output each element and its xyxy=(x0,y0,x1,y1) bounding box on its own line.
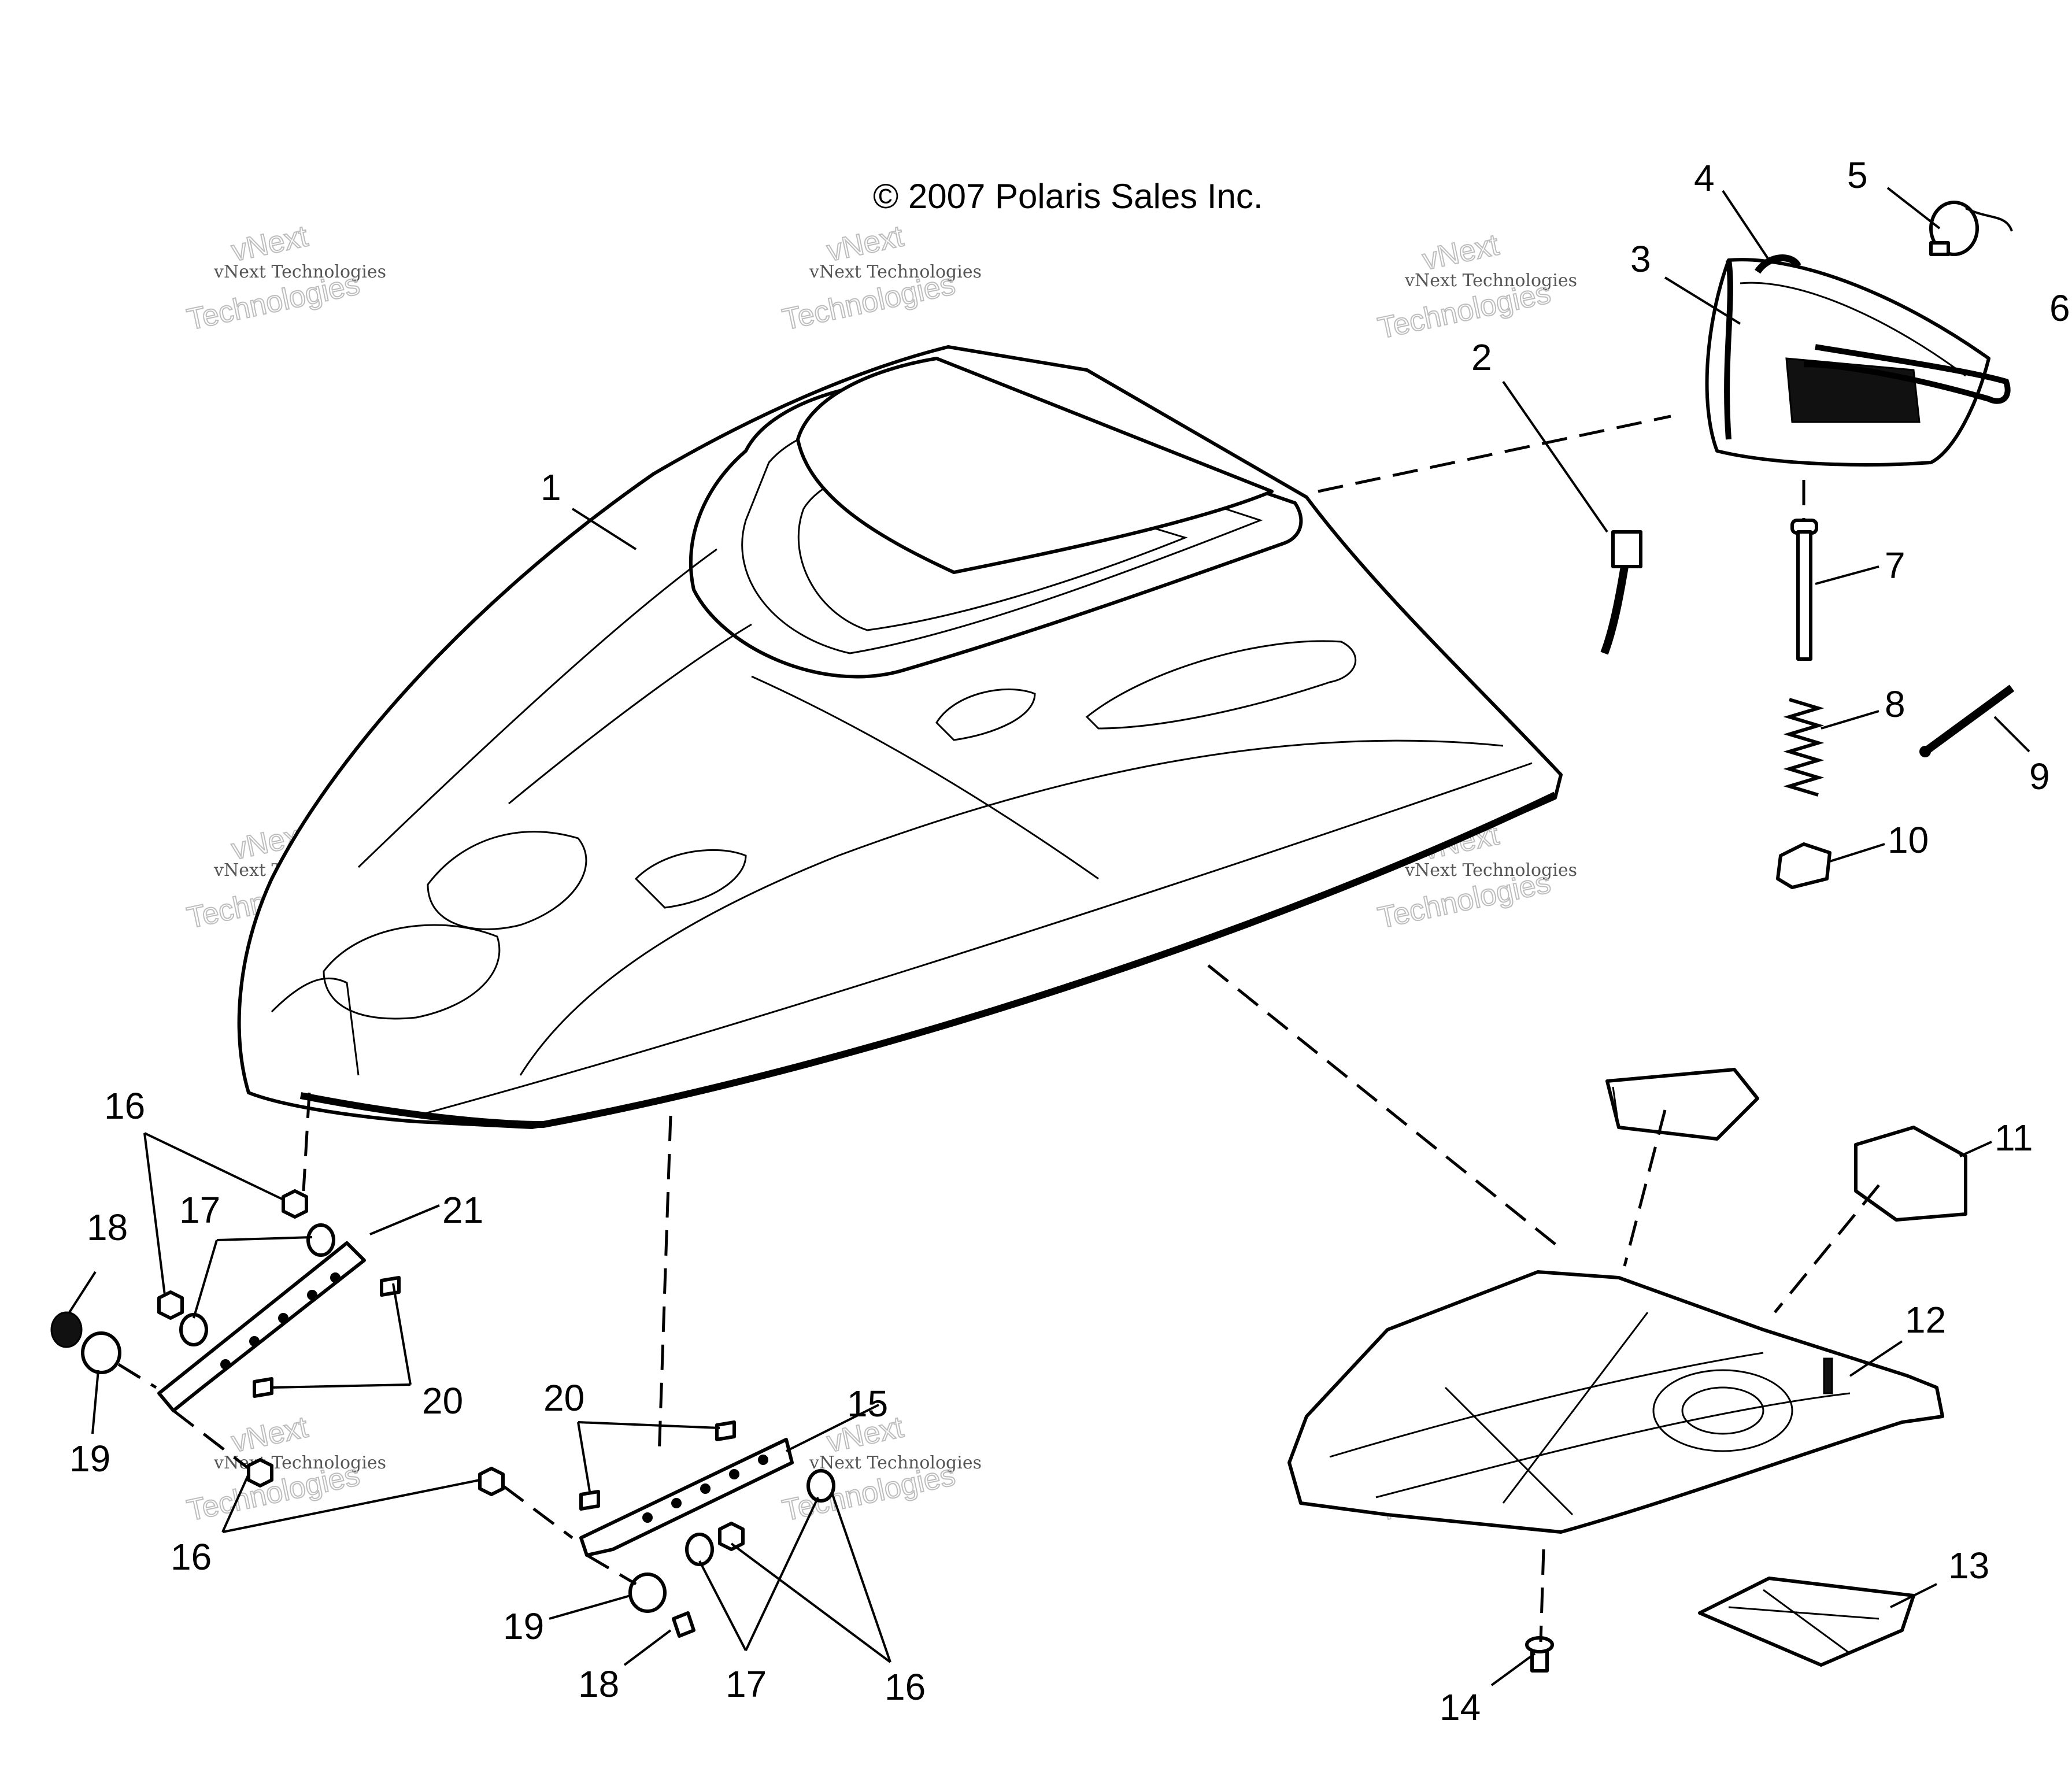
callout-1: 1 xyxy=(541,467,561,508)
screw-part-20 xyxy=(380,1276,401,1297)
bracket-part-21 xyxy=(157,1241,366,1412)
assembly-lines xyxy=(117,415,1880,1642)
spring-part-8 xyxy=(1783,698,1825,797)
svg-text:vNext: vNext xyxy=(228,219,311,268)
callout-2: 2 xyxy=(1471,336,1492,378)
svg-text:vNext: vNext xyxy=(824,219,906,268)
windshield-part-3 xyxy=(1705,258,2011,467)
nut-part-16 xyxy=(478,1467,505,1496)
watermark: vNext Technologies vNext Technologies xyxy=(183,219,386,337)
svg-text:vNext Technologies: vNext Technologies xyxy=(1404,271,1577,291)
callout-3: 3 xyxy=(1630,238,1651,280)
bolt-part-18 xyxy=(50,1311,83,1348)
washer-part-17 xyxy=(685,1533,714,1566)
bracket-part-15 xyxy=(579,1438,794,1557)
callout-10: 10 xyxy=(1888,819,1929,861)
callout-7: 7 xyxy=(1885,545,1906,586)
callout-19: 19 xyxy=(69,1438,110,1479)
clip-part-6 xyxy=(1965,207,2013,232)
watermark: vNext Technologies vNext Technologies xyxy=(1374,227,1577,346)
knob-part-10 xyxy=(1776,842,1832,889)
hardware-group xyxy=(50,1189,835,1638)
callout-19: 19 xyxy=(503,1605,544,1647)
bushing-part-19 xyxy=(81,1331,121,1374)
washer-part-17 xyxy=(179,1313,208,1346)
callout-12: 12 xyxy=(1905,1299,1946,1341)
nut-part-16 xyxy=(247,1458,273,1488)
callout-17: 17 xyxy=(179,1189,220,1231)
callout-16: 16 xyxy=(885,1666,926,1708)
callout-20: 20 xyxy=(422,1380,463,1422)
watermark: vNext Technologies vNext Technologies xyxy=(779,1409,982,1528)
watermark: vNext Technologies vNext Technologies xyxy=(779,219,982,337)
leader-lines xyxy=(68,187,2030,1686)
hood-part-1 xyxy=(237,345,1563,1129)
bolt-part-18 xyxy=(672,1611,695,1638)
callout-16: 16 xyxy=(171,1536,212,1578)
strap-part-9 xyxy=(1919,684,2015,757)
tray-part-12 xyxy=(1287,1270,1944,1534)
pin-part-7 xyxy=(1790,519,1818,661)
screw-part-20 xyxy=(253,1377,273,1398)
callout-11: 11 xyxy=(1995,1117,2033,1159)
nut-part-16 xyxy=(157,1290,184,1320)
callout-6: 6 xyxy=(2049,287,2070,329)
watermark: vNext Technologies vNext Technologies xyxy=(183,1409,386,1528)
callout-8: 8 xyxy=(1885,683,1906,725)
mat-part-13 xyxy=(1698,1577,1915,1667)
nut-part-16 xyxy=(282,1189,308,1219)
screw-part-20 xyxy=(579,1490,600,1511)
callout-16: 16 xyxy=(104,1085,145,1127)
callout-15: 15 xyxy=(847,1383,888,1424)
washer-part-17 xyxy=(806,1469,835,1503)
svg-text:vNext Technologies: vNext Technologies xyxy=(213,262,386,282)
clip-part-4 xyxy=(1755,254,1801,274)
washer-part-17 xyxy=(306,1223,335,1257)
callout-20: 20 xyxy=(543,1377,584,1419)
svg-text:vNext: vNext xyxy=(1419,228,1502,276)
callout-5: 5 xyxy=(1847,154,1868,196)
svg-text:vNext Technologies: vNext Technologies xyxy=(809,262,982,282)
mirror-part-5 xyxy=(1929,201,1979,256)
screw-part-20 xyxy=(715,1420,736,1441)
callout-13: 13 xyxy=(1948,1545,1989,1586)
screw-part-14 xyxy=(1525,1636,1554,1673)
svg-text:vNext Technologies: vNext Technologies xyxy=(809,1453,982,1473)
callout-9: 9 xyxy=(2029,756,2050,797)
callout-21: 21 xyxy=(442,1189,483,1231)
callout-17: 17 xyxy=(726,1663,767,1705)
bushing-part-19 xyxy=(628,1572,667,1613)
foam-block-part-11 xyxy=(1605,1068,1967,1222)
callout-4: 4 xyxy=(1694,157,1715,199)
callout-18: 18 xyxy=(87,1207,128,1248)
callout-18: 18 xyxy=(578,1663,619,1705)
svg-text:vNext: vNext xyxy=(228,1410,311,1459)
copyright-notice: © 2007 Polaris Sales Inc. xyxy=(873,177,1263,216)
cable-part-2 xyxy=(1600,530,1642,655)
callout-labels: 1 2 3 4 5 6 7 8 9 10 11 12 13 14 15 16 1… xyxy=(69,154,2070,1728)
callout-14: 14 xyxy=(1440,1686,1481,1728)
nut-part-16 xyxy=(718,1522,745,1551)
svg-text:vNext Technologies: vNext Technologies xyxy=(1404,860,1577,880)
